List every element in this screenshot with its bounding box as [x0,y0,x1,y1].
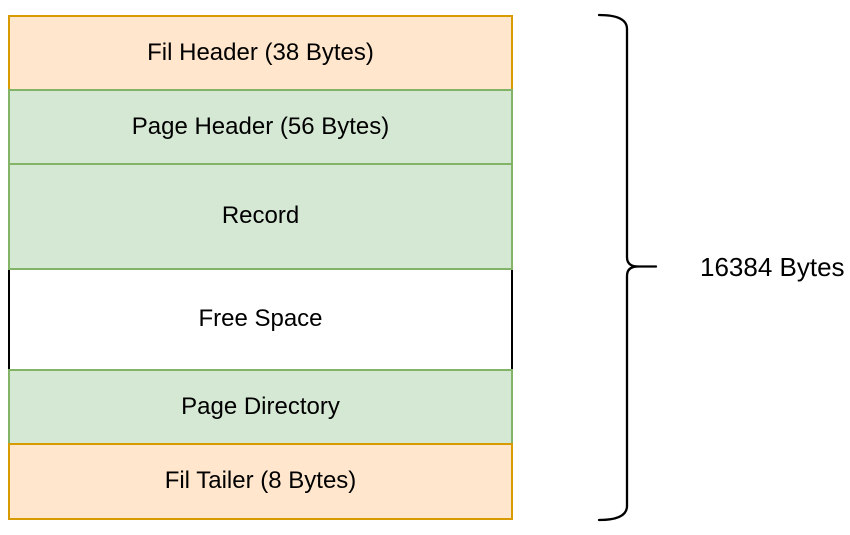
block-fil-tailer: Fil Tailer (8 Bytes) [8,443,513,520]
block-page-header: Page Header (56 Bytes) [8,89,513,165]
block-fil-header: Fil Header (38 Bytes) [8,15,513,91]
block-free-space: Free Space [8,270,513,369]
block-page-directory: Page Directory [8,369,513,445]
block-page-directory-label: Page Directory [181,392,340,420]
curly-brace [597,13,658,522]
block-page-header-label: Page Header (56 Bytes) [131,112,390,140]
block-fil-tailer-label: Fil Tailer (8 Bytes) [164,467,357,495]
block-record: Record [8,163,513,270]
block-fil-header-label: Fil Header (38 Bytes) [147,38,374,66]
block-free-space-label: Free Space [198,305,323,333]
block-record-label: Record [221,202,300,230]
brace-size-label: 16384 Bytes [700,252,845,282]
